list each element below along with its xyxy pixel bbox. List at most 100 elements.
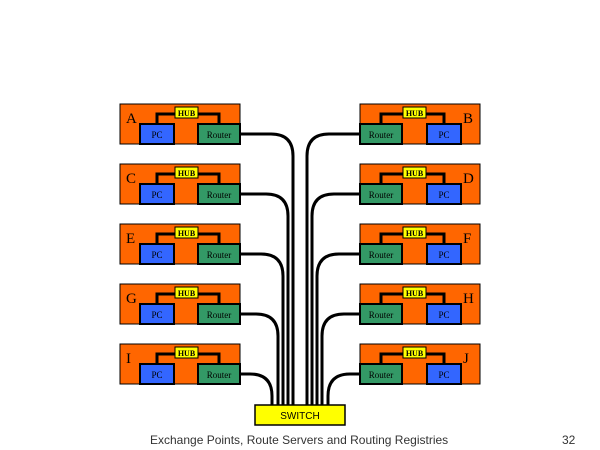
router-box bbox=[359, 363, 403, 385]
hub-cable bbox=[198, 172, 221, 184]
site-b: HUB PC Router B bbox=[359, 103, 481, 145]
switch: SWITCH bbox=[254, 404, 346, 426]
cable-i-to-switch bbox=[240, 372, 274, 405]
switch-box bbox=[254, 404, 346, 426]
pc-label: PC bbox=[151, 370, 162, 380]
router-label: Router bbox=[369, 130, 394, 140]
hub-cable bbox=[155, 172, 175, 184]
router-box bbox=[197, 303, 241, 325]
router-box bbox=[359, 183, 403, 205]
pc-box bbox=[139, 303, 175, 325]
site-i: HUB PC Router I bbox=[119, 343, 241, 385]
pc-box bbox=[426, 363, 462, 385]
router-label: Router bbox=[207, 370, 232, 380]
pc-label: PC bbox=[438, 130, 449, 140]
hub-label: HUB bbox=[178, 169, 196, 178]
hub-label: HUB bbox=[406, 289, 424, 298]
site-label: D bbox=[463, 171, 474, 187]
site-label: F bbox=[463, 231, 471, 247]
site-d: HUB PC Router D bbox=[359, 163, 481, 205]
site-label: H bbox=[463, 291, 474, 307]
hub-box bbox=[402, 286, 427, 299]
site-label: I bbox=[126, 351, 131, 367]
cables bbox=[240, 132, 360, 405]
cable-f-to-switch bbox=[315, 252, 360, 405]
router-box bbox=[197, 243, 241, 265]
hub-label: HUB bbox=[178, 349, 196, 358]
hub-box bbox=[174, 226, 199, 239]
hub-label: HUB bbox=[406, 109, 424, 118]
router-box bbox=[359, 243, 403, 265]
router-label: Router bbox=[369, 250, 394, 260]
router-box bbox=[197, 183, 241, 205]
site-c: HUB PC Router C bbox=[119, 163, 241, 205]
hub-box bbox=[174, 166, 199, 179]
pc-label: PC bbox=[438, 250, 449, 260]
pc-label: PC bbox=[151, 250, 162, 260]
pc-box bbox=[139, 243, 175, 265]
pc-box bbox=[139, 363, 175, 385]
site-label: E bbox=[126, 231, 135, 247]
router-label: Router bbox=[207, 190, 232, 200]
hub-label: HUB bbox=[178, 289, 196, 298]
hub-cable bbox=[198, 112, 221, 124]
cable-b-to-switch bbox=[305, 132, 360, 405]
pc-label: PC bbox=[438, 370, 449, 380]
hub-cable bbox=[155, 232, 175, 244]
pc-label: PC bbox=[151, 130, 162, 140]
cable-c-to-switch bbox=[240, 192, 290, 405]
hub-label: HUB bbox=[406, 349, 424, 358]
site-label: B bbox=[463, 111, 473, 127]
pc-label: PC bbox=[438, 310, 449, 320]
site-label: A bbox=[126, 111, 137, 127]
site-e: HUB PC Router E bbox=[119, 223, 241, 265]
hub-cable bbox=[155, 292, 175, 304]
site-f: HUB PC Router F bbox=[359, 223, 481, 265]
router-label: Router bbox=[369, 370, 394, 380]
pc-box bbox=[426, 303, 462, 325]
hub-box bbox=[174, 286, 199, 299]
pc-box bbox=[139, 123, 175, 145]
hub-label: HUB bbox=[406, 169, 424, 178]
switch-label: SWITCH bbox=[280, 411, 319, 422]
hub-box bbox=[402, 166, 427, 179]
pc-box bbox=[426, 243, 462, 265]
hub-cable bbox=[155, 112, 175, 124]
hub-cable bbox=[155, 352, 175, 364]
site-h: HUB PC Router H bbox=[359, 283, 481, 325]
site-j: HUB PC Router J bbox=[359, 343, 481, 385]
hub-box bbox=[402, 346, 427, 359]
router-label: Router bbox=[369, 190, 394, 200]
cable-h-to-switch bbox=[320, 312, 360, 405]
site-label: G bbox=[126, 291, 137, 307]
cable-e-to-switch bbox=[240, 252, 285, 405]
hub-box bbox=[402, 226, 427, 239]
router-box bbox=[359, 123, 403, 145]
hub-cable bbox=[198, 292, 221, 304]
router-box bbox=[197, 363, 241, 385]
cable-d-to-switch bbox=[310, 192, 360, 405]
pc-label: PC bbox=[438, 190, 449, 200]
pc-label: PC bbox=[151, 190, 162, 200]
router-label: Router bbox=[369, 310, 394, 320]
footer-title: Exchange Points, Route Servers and Routi… bbox=[150, 433, 449, 447]
pc-box bbox=[139, 183, 175, 205]
cable-j-to-switch bbox=[326, 372, 360, 405]
pc-box bbox=[426, 123, 462, 145]
hub-box bbox=[402, 106, 427, 119]
hub-cable bbox=[198, 232, 221, 244]
cable-a-to-switch bbox=[240, 132, 295, 405]
hub-cable bbox=[198, 352, 221, 364]
site-label: C bbox=[126, 171, 136, 187]
router-label: Router bbox=[207, 130, 232, 140]
pc-label: PC bbox=[151, 310, 162, 320]
site-label: J bbox=[463, 351, 469, 367]
hub-box bbox=[174, 346, 199, 359]
hub-label: HUB bbox=[406, 229, 424, 238]
router-box bbox=[359, 303, 403, 325]
hub-label: HUB bbox=[178, 229, 196, 238]
router-label: Router bbox=[207, 250, 232, 260]
